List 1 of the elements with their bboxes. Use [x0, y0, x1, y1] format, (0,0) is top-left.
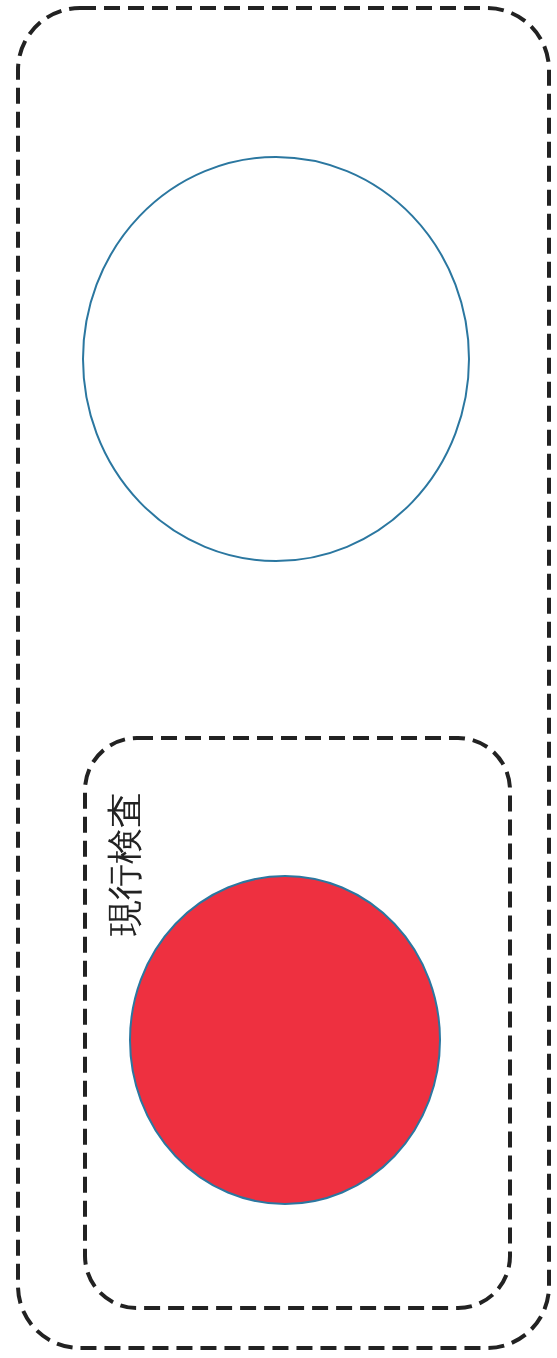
- group-label: 現行検査: [107, 792, 143, 936]
